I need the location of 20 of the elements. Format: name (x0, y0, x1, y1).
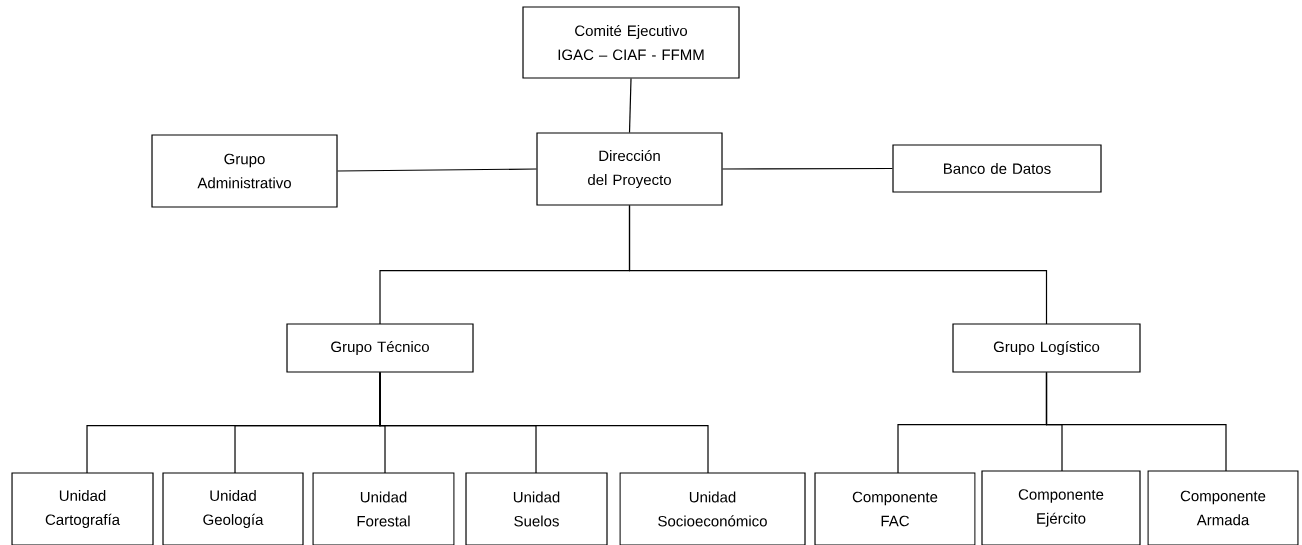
connector-line (722, 167, 893, 170)
org-box: Banco de Datos (892, 144, 1102, 193)
org-box: Grupo Administrativo (151, 134, 338, 208)
org-box: Componente Ejército (981, 470, 1141, 545)
connector-line (1045, 372, 1227, 472)
org-box: Unidad Cartografía (11, 472, 154, 545)
org-box: Unidad Suelos (465, 472, 608, 545)
org-box: Componente Armada (1147, 470, 1299, 545)
org-box: Unidad Socioeconómico (619, 472, 806, 545)
connector-line (628, 205, 1048, 325)
org-box: Unidad Geología (162, 472, 304, 545)
org-box: Componente FAC (814, 472, 976, 545)
org-box: Dirección del Proyecto (536, 132, 723, 206)
connector-line (628, 78, 632, 133)
connector-line (337, 168, 537, 172)
org-box: Unidad Forestal (312, 472, 455, 545)
org-box: Comité Ejecutivo IGAC – CIAF - FFMM (522, 6, 740, 79)
connector-line (379, 372, 709, 474)
org-box: Grupo Técnico (286, 323, 474, 373)
org-box: Grupo Logístico (952, 323, 1141, 373)
